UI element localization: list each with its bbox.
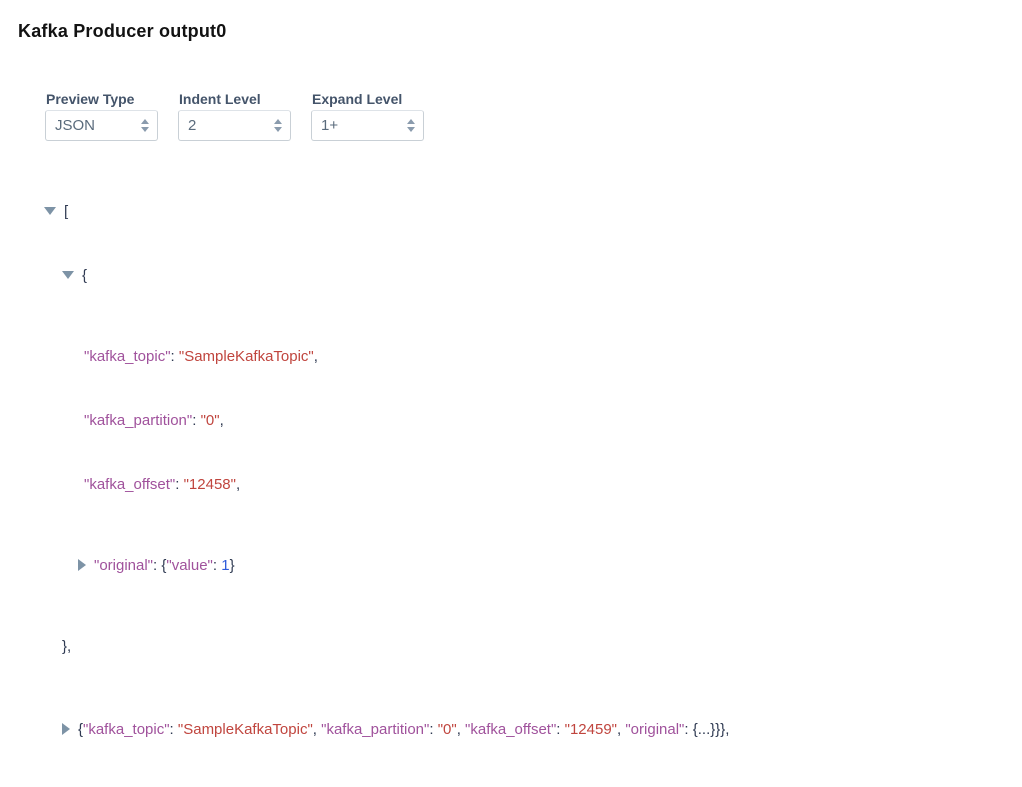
comma: , (312, 721, 322, 738)
stepper-arrows-icon[interactable] (407, 119, 415, 132)
json-key: "kafka_offset" (465, 721, 557, 738)
json-string-value: "12458" (183, 476, 236, 493)
json-key: "value" (166, 557, 213, 574)
colon: : (153, 557, 162, 574)
collapsed-record-row: {"kafka_topic": "SampleKafkaTopic", "kaf… (0, 746, 1022, 752)
json-number-value: 1 (221, 557, 230, 574)
collapse-triangle-icon[interactable] (62, 271, 74, 280)
json-field-line: "kafka_partition": "0", (0, 406, 1022, 436)
triangle-down-icon (141, 127, 149, 132)
close-brace-comma: }, (62, 638, 72, 655)
indent-level-value: 2 (188, 117, 197, 134)
array-root-line: [ (0, 197, 1022, 227)
record-open-line: { (0, 261, 1022, 291)
json-key: "kafka_offset" (84, 476, 176, 493)
comma: , (456, 721, 466, 738)
comma: , (235, 476, 241, 493)
expand-level-control: Expand Level 1+ (311, 91, 424, 141)
json-string-value: "0" (200, 412, 220, 429)
triangle-up-icon (141, 119, 149, 124)
page-title: Kafka Producer output0 (18, 21, 227, 41)
json-key: "original" (94, 557, 154, 574)
comma: , (617, 721, 626, 738)
preview-controls: Preview Type JSON Indent Level 2 Expand … (45, 91, 1022, 141)
triangle-down-icon (274, 127, 282, 132)
json-string-value: "SampleKafkaTopic" (178, 348, 314, 365)
colon: : (170, 348, 179, 365)
stepper-arrows-icon[interactable] (141, 119, 149, 132)
expand-level-select[interactable]: 1+ (311, 110, 424, 141)
colon: : (175, 476, 184, 493)
json-key: "kafka_partition" (321, 721, 430, 738)
expand-level-label: Expand Level (312, 91, 403, 107)
preview-type-control: Preview Type JSON (45, 91, 158, 141)
indent-level-control: Indent Level 2 (178, 91, 291, 141)
comma: , (219, 412, 224, 429)
comma: , (313, 348, 318, 365)
expand-triangle-icon[interactable] (62, 723, 70, 736)
close-brace: } (229, 557, 235, 574)
colon: : (192, 412, 201, 429)
collapsed-record-row: {"kafka_topic": "SampleKafkaTopic", "kaf… (0, 713, 1022, 746)
json-string-value: "0" (437, 721, 457, 738)
indent-level-label: Indent Level (179, 91, 261, 107)
ellipsis-and-close: {...}}}, (692, 721, 730, 738)
open-brace: { (78, 721, 84, 738)
expand-triangle-icon[interactable] (78, 559, 86, 572)
preview-type-value: JSON (55, 117, 96, 134)
json-key: "kafka_partition" (84, 412, 193, 429)
open-bracket: [ (64, 203, 69, 220)
colon: : (429, 721, 438, 738)
record-close-line: }, (0, 632, 1022, 662)
indent-level-select[interactable]: 2 (178, 110, 291, 141)
triangle-up-icon (407, 119, 415, 124)
json-string-value: "SampleKafkaTopic" (177, 721, 313, 738)
colon: : (556, 721, 565, 738)
json-key: "original" (625, 721, 685, 738)
collapsed-rows: {"kafka_topic": "SampleKafkaTopic", "kaf… (0, 713, 1022, 752)
colon: : (684, 721, 693, 738)
preview-type-select[interactable]: JSON (45, 110, 158, 141)
open-brace: { (161, 557, 167, 574)
stepper-arrows-icon[interactable] (274, 119, 282, 132)
colon: : (212, 557, 222, 574)
json-field-line: "kafka_offset": "12458", (0, 470, 1022, 500)
json-key: "kafka_topic" (83, 721, 170, 738)
triangle-up-icon (274, 119, 282, 124)
json-field-line: "kafka_topic": "SampleKafkaTopic", (0, 342, 1022, 372)
expand-level-value: 1+ (321, 117, 339, 134)
colon: : (169, 721, 178, 738)
open-brace: { (82, 267, 88, 284)
collapse-triangle-icon[interactable] (44, 207, 56, 216)
preview-type-label: Preview Type (46, 91, 135, 107)
original-field-line: "original": {"value": 1} (0, 551, 1022, 581)
json-tree: [ { "kafka_topic": "SampleKafkaTopic", "… (0, 163, 1022, 752)
triangle-down-icon (407, 127, 415, 132)
json-key: "kafka_topic" (84, 348, 171, 365)
json-string-value: "12459" (564, 721, 618, 738)
